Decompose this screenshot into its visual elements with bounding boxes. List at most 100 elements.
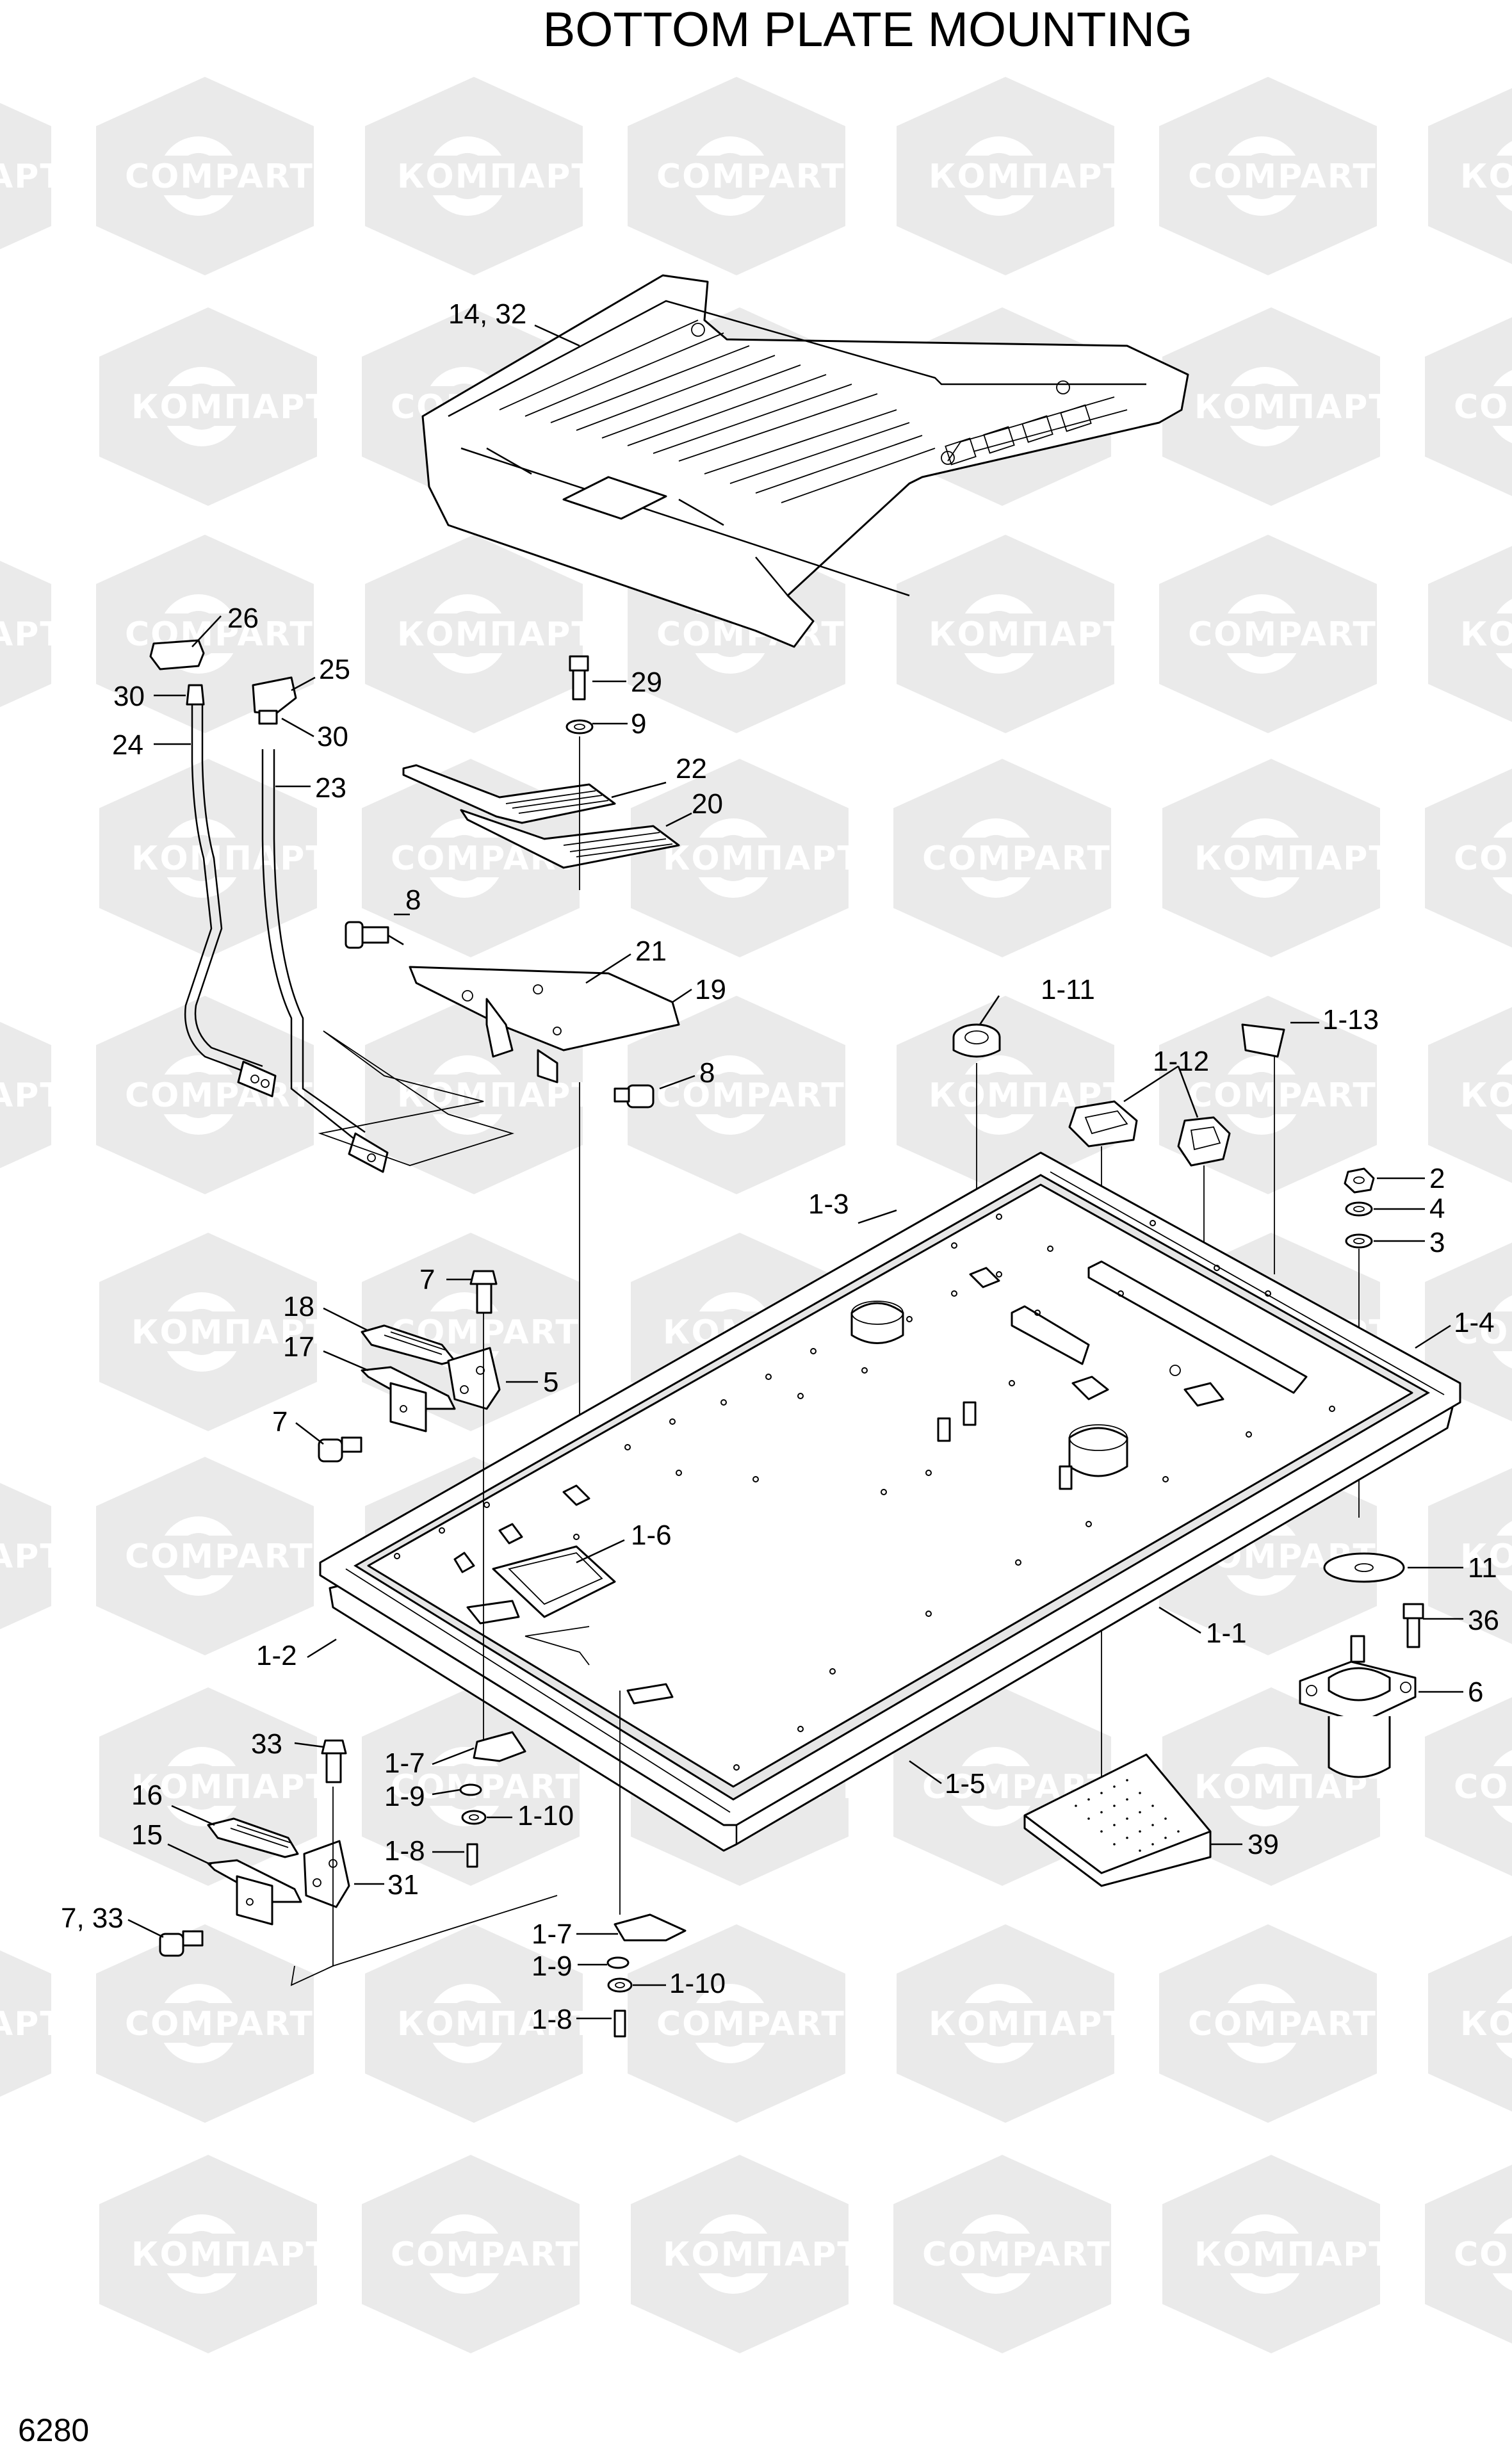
watermark-text-cyrillic: КОМПАРТ [131,840,330,878]
callout-1-7-b: 1-7 [532,1919,573,1950]
callout-1-6: 1-6 [631,1520,672,1551]
watermark-text-cyrillic: КОМПАРТ [1194,840,1393,878]
callout-4: 4 [1429,1193,1445,1224]
callout-1-10-b: 1-10 [669,1968,726,1999]
watermark-text-cyrillic: КОМПАРТ [663,2236,861,2274]
watermark-logo: КОМПАРТ COMPART [365,1924,845,2123]
callout-9: 9 [631,708,646,740]
callout-26: 26 [227,603,259,634]
bottom-plate [319,1151,1461,1852]
callout-5: 5 [543,1367,558,1398]
watermark-text-latin: COMPART [125,1538,314,1576]
washer-11 [1323,1552,1405,1583]
watermark-text-latin: COMPART [391,2236,580,2274]
bolt-29 [565,655,594,734]
watermark-text-cyrillic: КОМПАРТ [1460,2005,1512,2043]
callout-18: 18 [283,1291,314,1322]
watermark-text-cyrillic: КОМПАРТ [131,2236,330,2274]
callout-1-10-a: 1-10 [517,1800,574,1831]
callout-8-a: 8 [405,884,421,916]
clip-1-7-a [459,1731,526,1868]
watermark-logo: КОМПАРТ COMPART [1162,759,1512,957]
watermark-text-latin: COMPART [1454,2236,1512,2274]
callout-7-a: 7 [419,1264,435,1295]
watermark-text-latin: COMPART [1188,1076,1377,1115]
label-plate-1-13 [1241,1023,1285,1058]
callout-1-2: 1-2 [256,1640,297,1671]
callout-19: 19 [695,974,726,1005]
callout-1-1: 1-1 [1206,1618,1247,1649]
callout-3: 3 [1429,1227,1445,1258]
callout-25: 25 [319,654,350,685]
watermark-text-cyrillic: КОМПАРТ [0,2005,64,2043]
callout-1-12: 1-12 [1153,1046,1209,1077]
callout-14-32: 14, 32 [448,298,526,330]
watermark-text-cyrillic: КОМПАРТ [929,158,1127,196]
callout-23: 23 [315,772,346,804]
watermark-text-cyrillic: КОМПАРТ [1460,1076,1512,1115]
watermark-text-latin: COMPART [125,158,314,196]
watermark-text-cyrillic: КОМПАРТ [1460,1538,1512,1576]
floor-mat [421,274,1189,648]
callout-30-a: 30 [113,681,145,712]
watermark-text-latin: COMPART [656,2005,845,2043]
watermark-text-latin: COMPART [1454,840,1512,878]
watermark-text-latin: COMPART [125,2005,314,2043]
watermark-text-cyrillic: КОМПАРТ [397,158,596,196]
watermark-text-cyrillic: КОМПАРТ [929,615,1127,654]
grommets-1-12 [1068,1100,1231,1167]
bolt-33 [321,1739,347,1783]
callout-17: 17 [283,1331,314,1363]
watermark-text-cyrillic: КОМПАРТ [0,1076,64,1115]
watermark-text-cyrillic: КОМПАРТ [131,1768,330,1806]
callout-1-3: 1-3 [808,1189,849,1220]
watermark-text-latin: COMPART [1454,1768,1512,1806]
bolt-36 [1402,1603,1424,1648]
callout-21: 21 [635,936,667,967]
watermark-text-latin: COMPART [656,1076,845,1115]
page-title: BOTTOM PLATE MOUNTING [543,3,1193,57]
callout-30-b: 30 [317,721,348,752]
watermark-text-cyrillic: КОМПАРТ [1460,158,1512,196]
callout-1-7-a: 1-7 [384,1748,425,1779]
callout-33: 33 [251,1728,282,1760]
watermark-text-cyrillic: КОМПАРТ [1460,615,1512,654]
pedal-bracket-21 [409,966,680,1083]
plate-holes [394,1213,1335,1771]
watermark-text-cyrillic: КОМПАРТ [397,2005,596,2043]
callout-36: 36 [1468,1605,1499,1636]
pedal-22 [402,764,616,824]
watermark-logo: КОМПАРТ COMPART [99,2155,580,2353]
callout-6: 6 [1468,1676,1483,1708]
callout-7-b: 7 [272,1406,288,1438]
watermark-text-cyrillic: КОМПАРТ [0,1538,64,1576]
lever-24 [149,639,277,1098]
bolt-7-b [318,1436,362,1463]
watermark-text-cyrillic: КОМПАРТ [131,1313,330,1352]
callout-15: 15 [131,1819,163,1851]
bolt-8-b [614,1084,654,1108]
watermark-text-cyrillic: КОМПАРТ [663,840,861,878]
watermark-text-latin: COMPART [1188,2005,1377,2043]
callout-8-b: 8 [699,1057,715,1089]
callout-39: 39 [1248,1829,1279,1860]
callout-20: 20 [692,788,723,820]
callout-31: 31 [387,1869,419,1901]
